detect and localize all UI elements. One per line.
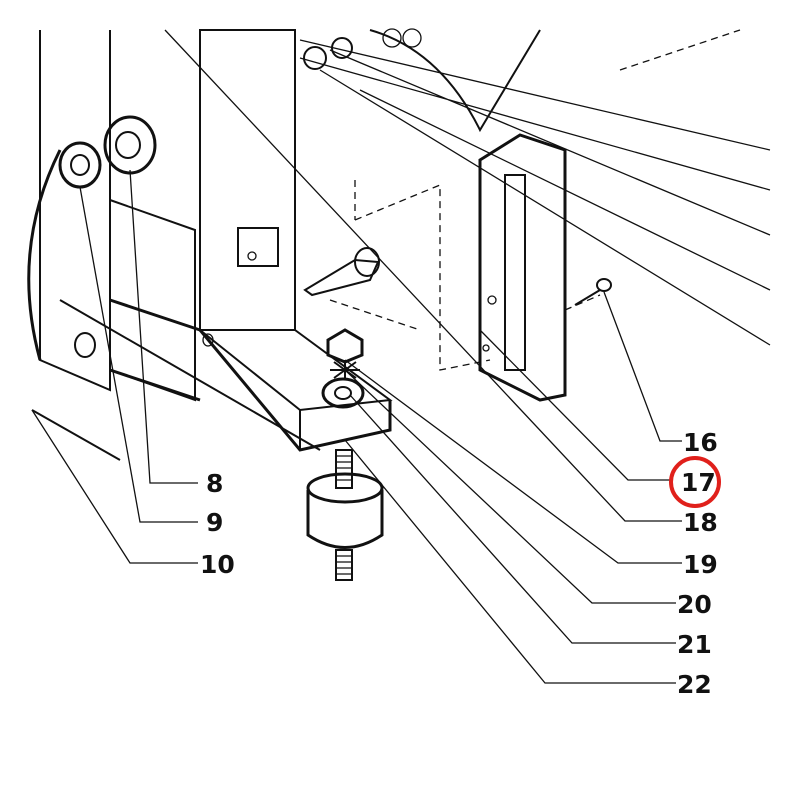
- callout-17-highlight-ring: [669, 456, 721, 508]
- leader-9: [79, 186, 198, 523]
- callout-20: 20: [677, 590, 712, 619]
- leader-21: [349, 394, 676, 644]
- part-9-washer: [58, 141, 102, 189]
- callout-9: 9: [206, 508, 223, 537]
- callout-21: 21: [677, 630, 712, 659]
- leader-19: [344, 359, 682, 564]
- callout-8: 8: [206, 469, 223, 498]
- callout-17: 17: [681, 468, 716, 497]
- housing-frame: [27, 30, 321, 461]
- brush-plate: [478, 133, 567, 402]
- construction-lines: [329, 29, 741, 371]
- part-8-nut: [103, 115, 157, 175]
- leader-8: [129, 169, 198, 484]
- callout-labels: 8 9 10 16 17 18 19 20 21 22: [200, 428, 721, 699]
- part-22-rubber-mount: [306, 449, 384, 581]
- callout-19: 19: [683, 550, 718, 579]
- part-16-screw: [574, 278, 612, 306]
- leader-22: [344, 439, 676, 684]
- callout-10: 10: [200, 550, 235, 579]
- leader-17: [479, 329, 670, 481]
- part-19-nut: [326, 328, 364, 364]
- part-21-washer: [321, 377, 365, 409]
- leader-lines: [31, 29, 771, 684]
- part-18-screw: [303, 247, 380, 297]
- leader-10: [31, 409, 198, 564]
- motor-assembly: [303, 28, 541, 133]
- leader-20: [344, 369, 676, 604]
- callout-16: 16: [683, 428, 718, 457]
- leader-16: [603, 291, 682, 442]
- leader-18: [164, 29, 682, 522]
- callout-22: 22: [677, 670, 712, 699]
- callout-18: 18: [683, 508, 718, 537]
